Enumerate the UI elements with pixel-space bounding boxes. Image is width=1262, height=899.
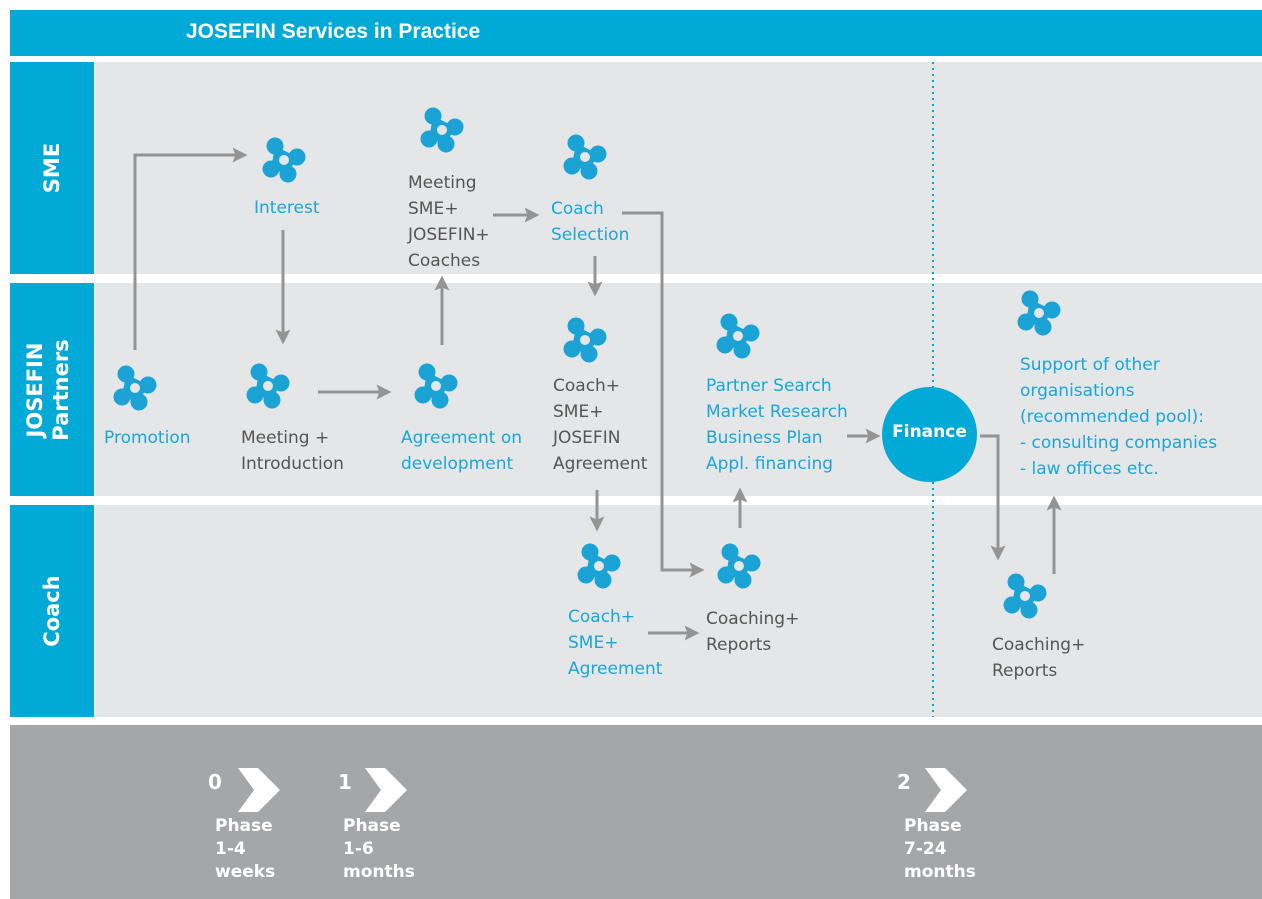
lane-tab-coach [10,505,94,717]
arrow-promotion-interest [133,147,248,350]
node-partner-search: Partner Search Market Research Business … [706,376,848,474]
lane-tab-sme [10,62,94,274]
phase-2-label: Phase 7-24 months [904,816,976,882]
phase-0-chevron [238,768,280,812]
node-coach-sme-agreement: Coach+ SME+ Agreement [568,607,663,679]
network-icon [563,134,607,180]
phase-1-label: Phase 1-6 months [343,816,415,882]
network-icon [716,313,760,359]
page-title: JOSEFIN Services in Practice [186,20,481,43]
node-promotion: Promotion [104,428,191,448]
node-interest: Interest [254,198,320,218]
phase-1-chevron [365,768,407,812]
network-icon [1017,290,1061,336]
phase-2-chevron [925,768,967,812]
finance-circle [882,387,977,482]
phase-1-number: 1 [338,770,352,794]
node-coaching-reports-1: Coaching+ Reports [706,609,800,655]
network-icon [717,543,761,589]
phase-2-number: 2 [897,770,911,794]
network-icon [563,317,607,363]
lane-coach-row [95,505,1262,717]
network-icon [1003,573,1047,619]
timeline-band [10,725,1262,899]
finance-label: Finance [892,422,967,442]
phase-0-label: Phase 1-4 weeks [215,816,276,882]
lane-partners-row [95,283,1262,496]
header-bar [10,10,1262,56]
node-coach-selection: Coach Selection [551,199,630,245]
network-icon [414,363,458,409]
network-icon [246,363,290,409]
network-icon [113,365,157,411]
arrow-selection-coaching [622,211,705,578]
node-meeting-introduction: Meeting + Introduction [241,428,344,474]
node-agreement-development: Agreement on development [401,428,522,474]
node-meeting-sme: Meeting SME+ JOSEFIN+ Coaches [408,173,490,271]
network-icon [577,543,621,589]
node-coaching-reports-2: Coaching+ Reports [992,635,1086,681]
node-support-other-organisations: Support of other organisations (recommen… [1020,355,1218,479]
arrow-finance-coaching2 [980,434,1006,561]
network-icon [420,107,464,153]
phase-0-number: 0 [208,770,222,794]
node-coach-sme-josefin-agreement: Coach+ SME+ JOSEFIN Agreement [553,376,648,474]
network-icon [262,137,306,183]
lane-tab-partners [10,283,94,496]
